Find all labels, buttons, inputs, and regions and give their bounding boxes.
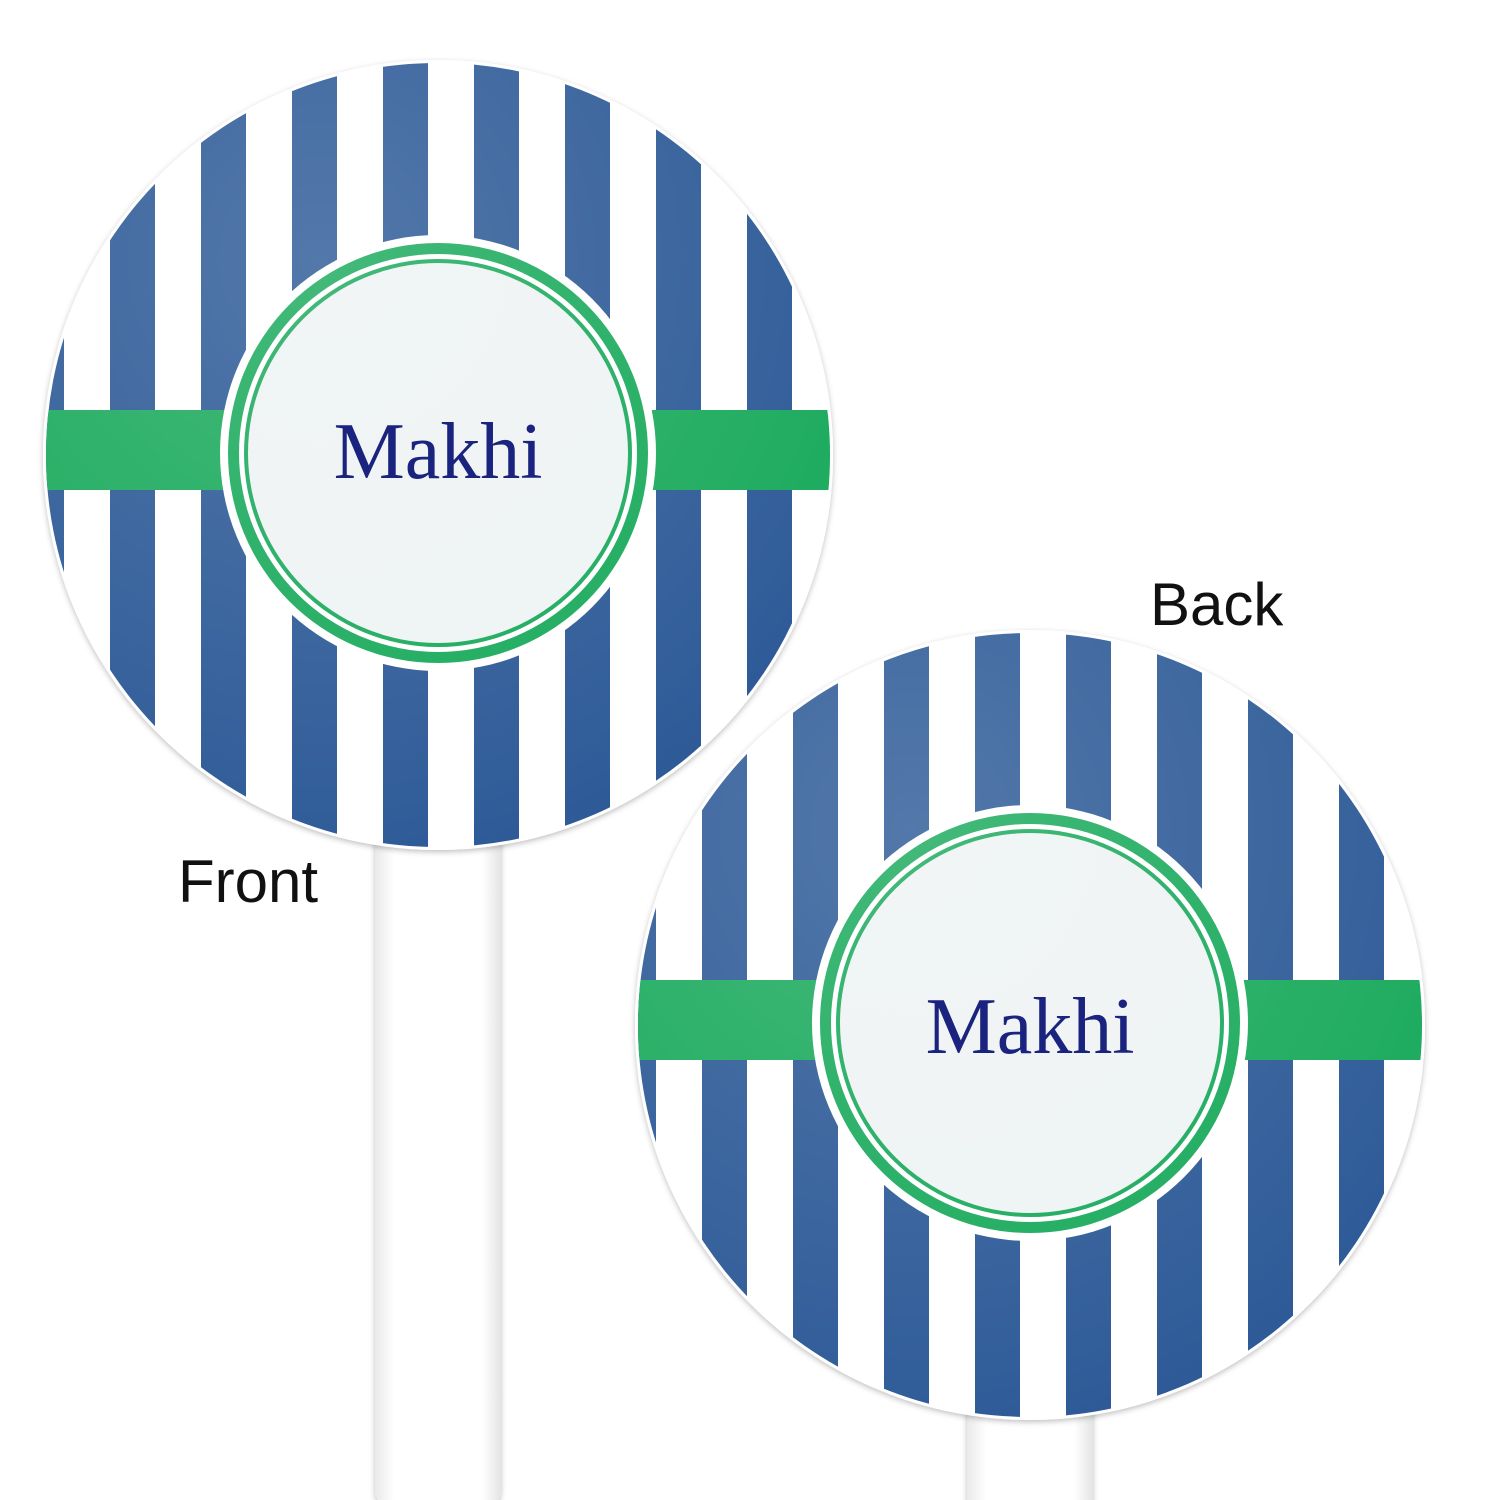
back-blue-stripe [1430,633,1475,1417]
front-stick [375,790,501,1500]
front-name-text: Makhi [334,408,543,496]
back-label: Back [1150,571,1284,638]
back-gloss [638,633,1422,1417]
front-gloss [46,63,830,847]
front-stirrer [43,60,833,1500]
back-stirrer [635,630,1475,1500]
back-name-text: Makhi [926,983,1135,1071]
front-label: Front [178,848,319,915]
